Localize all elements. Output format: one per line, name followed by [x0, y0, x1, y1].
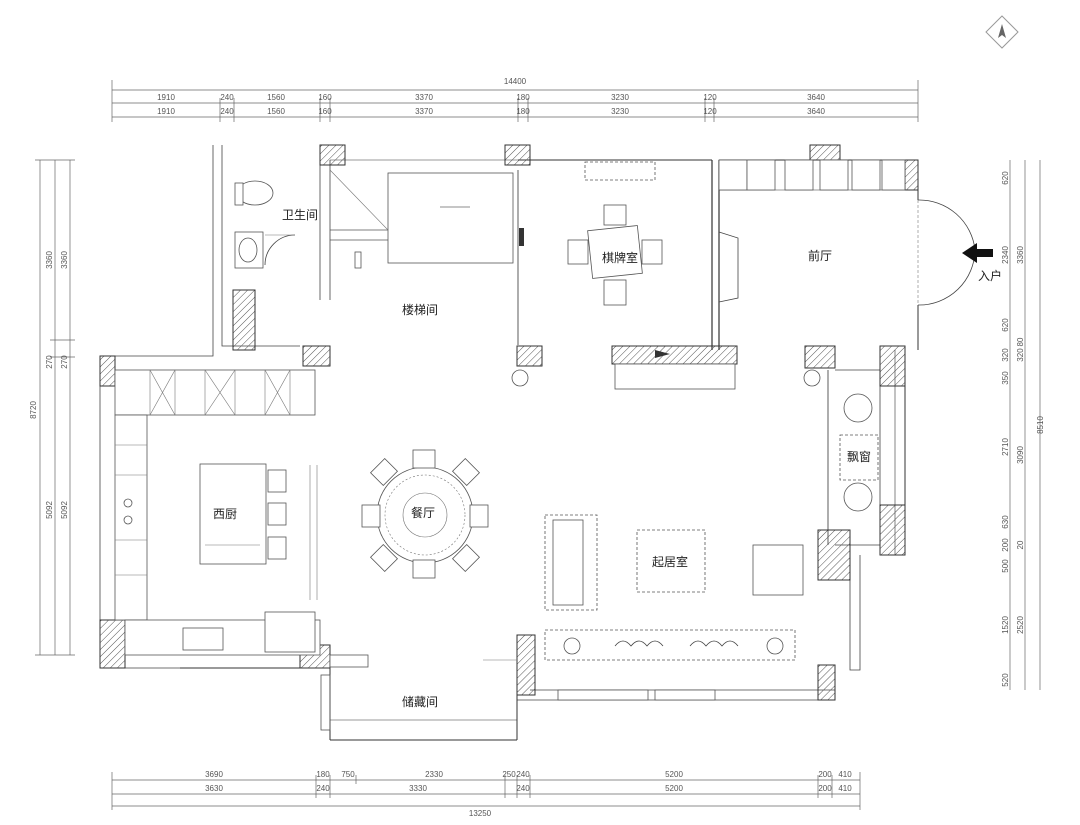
label-bay-window: 飘窗: [847, 450, 871, 464]
top-total: 14400: [504, 77, 527, 86]
left-dim: 5092: [60, 501, 69, 519]
north-arrow-icon: [985, 15, 1019, 49]
right-dim: 630: [1001, 515, 1010, 529]
top-dim: 3640: [807, 107, 825, 116]
top-dim: 120: [703, 93, 717, 102]
bottom-dim: 3690: [205, 770, 223, 779]
bottom-dim: 240: [516, 770, 530, 779]
bathroom-fixtures: [234, 180, 296, 269]
bottom-dim: 240: [516, 784, 530, 793]
top-dim: 3370: [415, 93, 433, 102]
label-western-kitchen: 西厨: [213, 507, 237, 521]
left-dim: 5092: [45, 501, 54, 519]
top-dim: 1910: [157, 107, 175, 116]
bottom-dimensions: 3690 180 750 2330 250 240 5200 200 410 3…: [111, 770, 861, 818]
bottom-dim: 200: [818, 770, 832, 779]
top-dim: 240: [220, 93, 234, 102]
storage: [320, 654, 517, 731]
top-dim: 180: [516, 93, 530, 102]
right-dim: 2710: [1001, 438, 1010, 456]
top-dim: 1560: [267, 107, 285, 116]
right-dim: 320: [1016, 348, 1025, 362]
right-dim: 3090: [1016, 446, 1025, 464]
right-dim: 520: [1001, 673, 1010, 687]
entry-arrow-icon: [962, 243, 993, 263]
label-stairwell: 楼梯间: [402, 302, 438, 317]
bottom-dim: 5200: [665, 784, 683, 793]
bottom-dim: 410: [838, 770, 852, 779]
right-dim: 320: [1001, 348, 1010, 362]
bottom-dim: 200: [818, 784, 832, 793]
right-dim: 2340: [1001, 246, 1010, 264]
label-entrance: 入户: [978, 268, 1002, 283]
room-labels: 卫生间 楼梯间 棋牌室 前厅 入户 西厨 餐厅 飘窗 起居室 储藏间: [213, 208, 1002, 709]
bottom-dim: 3330: [409, 784, 427, 793]
dining-table: [361, 449, 489, 579]
top-dim: 3230: [611, 93, 629, 102]
right-dim: 3360: [1016, 246, 1025, 264]
top-dim: 160: [318, 107, 332, 116]
bottom-dim: 3630: [205, 784, 223, 793]
right-dim: 2520: [1016, 616, 1025, 634]
bottom-total: 13250: [469, 809, 492, 818]
left-dim: 3360: [45, 251, 54, 269]
foyer: [718, 159, 976, 306]
label-dining: 餐厅: [411, 505, 435, 520]
bay-window: [839, 393, 879, 512]
right-dim: 500: [1001, 559, 1010, 573]
top-dim: 160: [318, 93, 332, 102]
chess-table: [567, 161, 670, 358]
right-dim: 350: [1001, 371, 1010, 385]
label-living: 起居室: [652, 554, 688, 569]
top-dim: 240: [220, 107, 234, 116]
bottom-dim: 750: [341, 770, 355, 779]
right-dim: 200: [1001, 538, 1010, 552]
top-dim: 180: [516, 107, 530, 116]
top-dim: 3230: [611, 107, 629, 116]
right-dim: 80: [1016, 337, 1025, 346]
right-dimensions: 620 2340 620 320 350 2710 630 200 500 15…: [1001, 160, 1045, 690]
label-bathroom: 卫生间: [282, 208, 318, 222]
bottom-dim: 5200: [665, 770, 683, 779]
top-dim: 1910: [157, 93, 175, 102]
left-dim: 270: [45, 355, 54, 369]
right-dim: 620: [1001, 171, 1010, 185]
right-dim: 620: [1001, 318, 1010, 332]
label-chess-room: 棋牌室: [602, 250, 638, 265]
label-foyer: 前厅: [808, 248, 832, 263]
right-dim: 1520: [1001, 616, 1010, 634]
bottom-dim: 410: [838, 784, 852, 793]
label-storage: 储藏间: [402, 694, 438, 709]
stairs: [329, 169, 524, 269]
left-dimensions: 8720 3360 270 5092 3360 270 5092: [29, 159, 75, 656]
top-dim: 3640: [807, 93, 825, 102]
right-total: 8510: [1036, 416, 1045, 434]
left-total: 8720: [29, 401, 38, 419]
top-dim: 3370: [415, 107, 433, 116]
right-dim: 20: [1016, 540, 1025, 549]
structural-columns: [99, 144, 919, 701]
top-dim: 120: [703, 107, 717, 116]
top-dim: 1560: [267, 93, 285, 102]
bottom-dim: 180: [316, 770, 330, 779]
living-room-furniture: [511, 363, 821, 701]
bottom-dim: 240: [316, 784, 330, 793]
top-dimensions: 14400 1910 240 1560 160 3370 180 3230 12…: [111, 77, 919, 122]
bottom-dim: 250: [502, 770, 516, 779]
bottom-dim: 2330: [425, 770, 443, 779]
left-dim: 270: [60, 355, 69, 369]
left-dim: 3360: [60, 251, 69, 269]
kitchen-cabinets: [114, 369, 321, 656]
